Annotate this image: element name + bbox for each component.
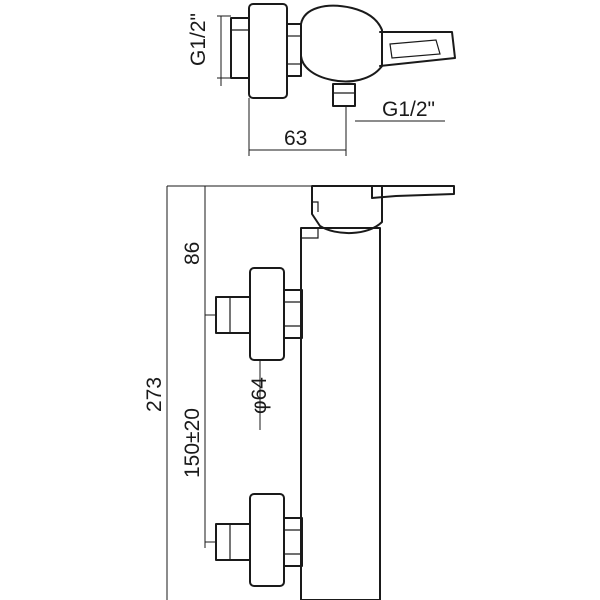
- total-height-label: 273: [143, 377, 166, 412]
- top-nut: [286, 23, 302, 77]
- front-lower-connection: [215, 493, 303, 587]
- front-cap-neck: [301, 228, 319, 239]
- lower-flange: [249, 493, 285, 587]
- top-flange: [248, 3, 288, 99]
- handle-height-label: 86: [181, 242, 204, 265]
- front-body: [300, 227, 381, 600]
- upper-stub: [215, 296, 251, 334]
- outlet-thread-label: G1/2": [382, 98, 435, 121]
- flange-diameter-label: φ64: [248, 377, 271, 414]
- top-inlet-stub: [230, 17, 250, 79]
- front-view: 273 86 150±20 φ64: [143, 185, 455, 600]
- top-lever: [379, 31, 456, 67]
- inlet-thread-label: G1/2": [187, 13, 210, 66]
- front-upper-connection: [215, 267, 303, 361]
- top-view: G1/2" G1/2" 63: [187, 3, 456, 156]
- depth-label: 63: [284, 127, 307, 150]
- top-outlet: [332, 83, 356, 107]
- lower-stub: [215, 523, 251, 561]
- centers-label: 150±20: [181, 408, 204, 478]
- top-body: [300, 4, 383, 83]
- lower-nut: [283, 517, 303, 567]
- upper-flange: [249, 267, 285, 361]
- upper-nut: [283, 289, 303, 339]
- front-cap-detail: [312, 201, 319, 212]
- front-lever: [371, 185, 455, 199]
- front-cartridge-cap: [311, 185, 383, 235]
- top-lever-slot: [389, 39, 441, 59]
